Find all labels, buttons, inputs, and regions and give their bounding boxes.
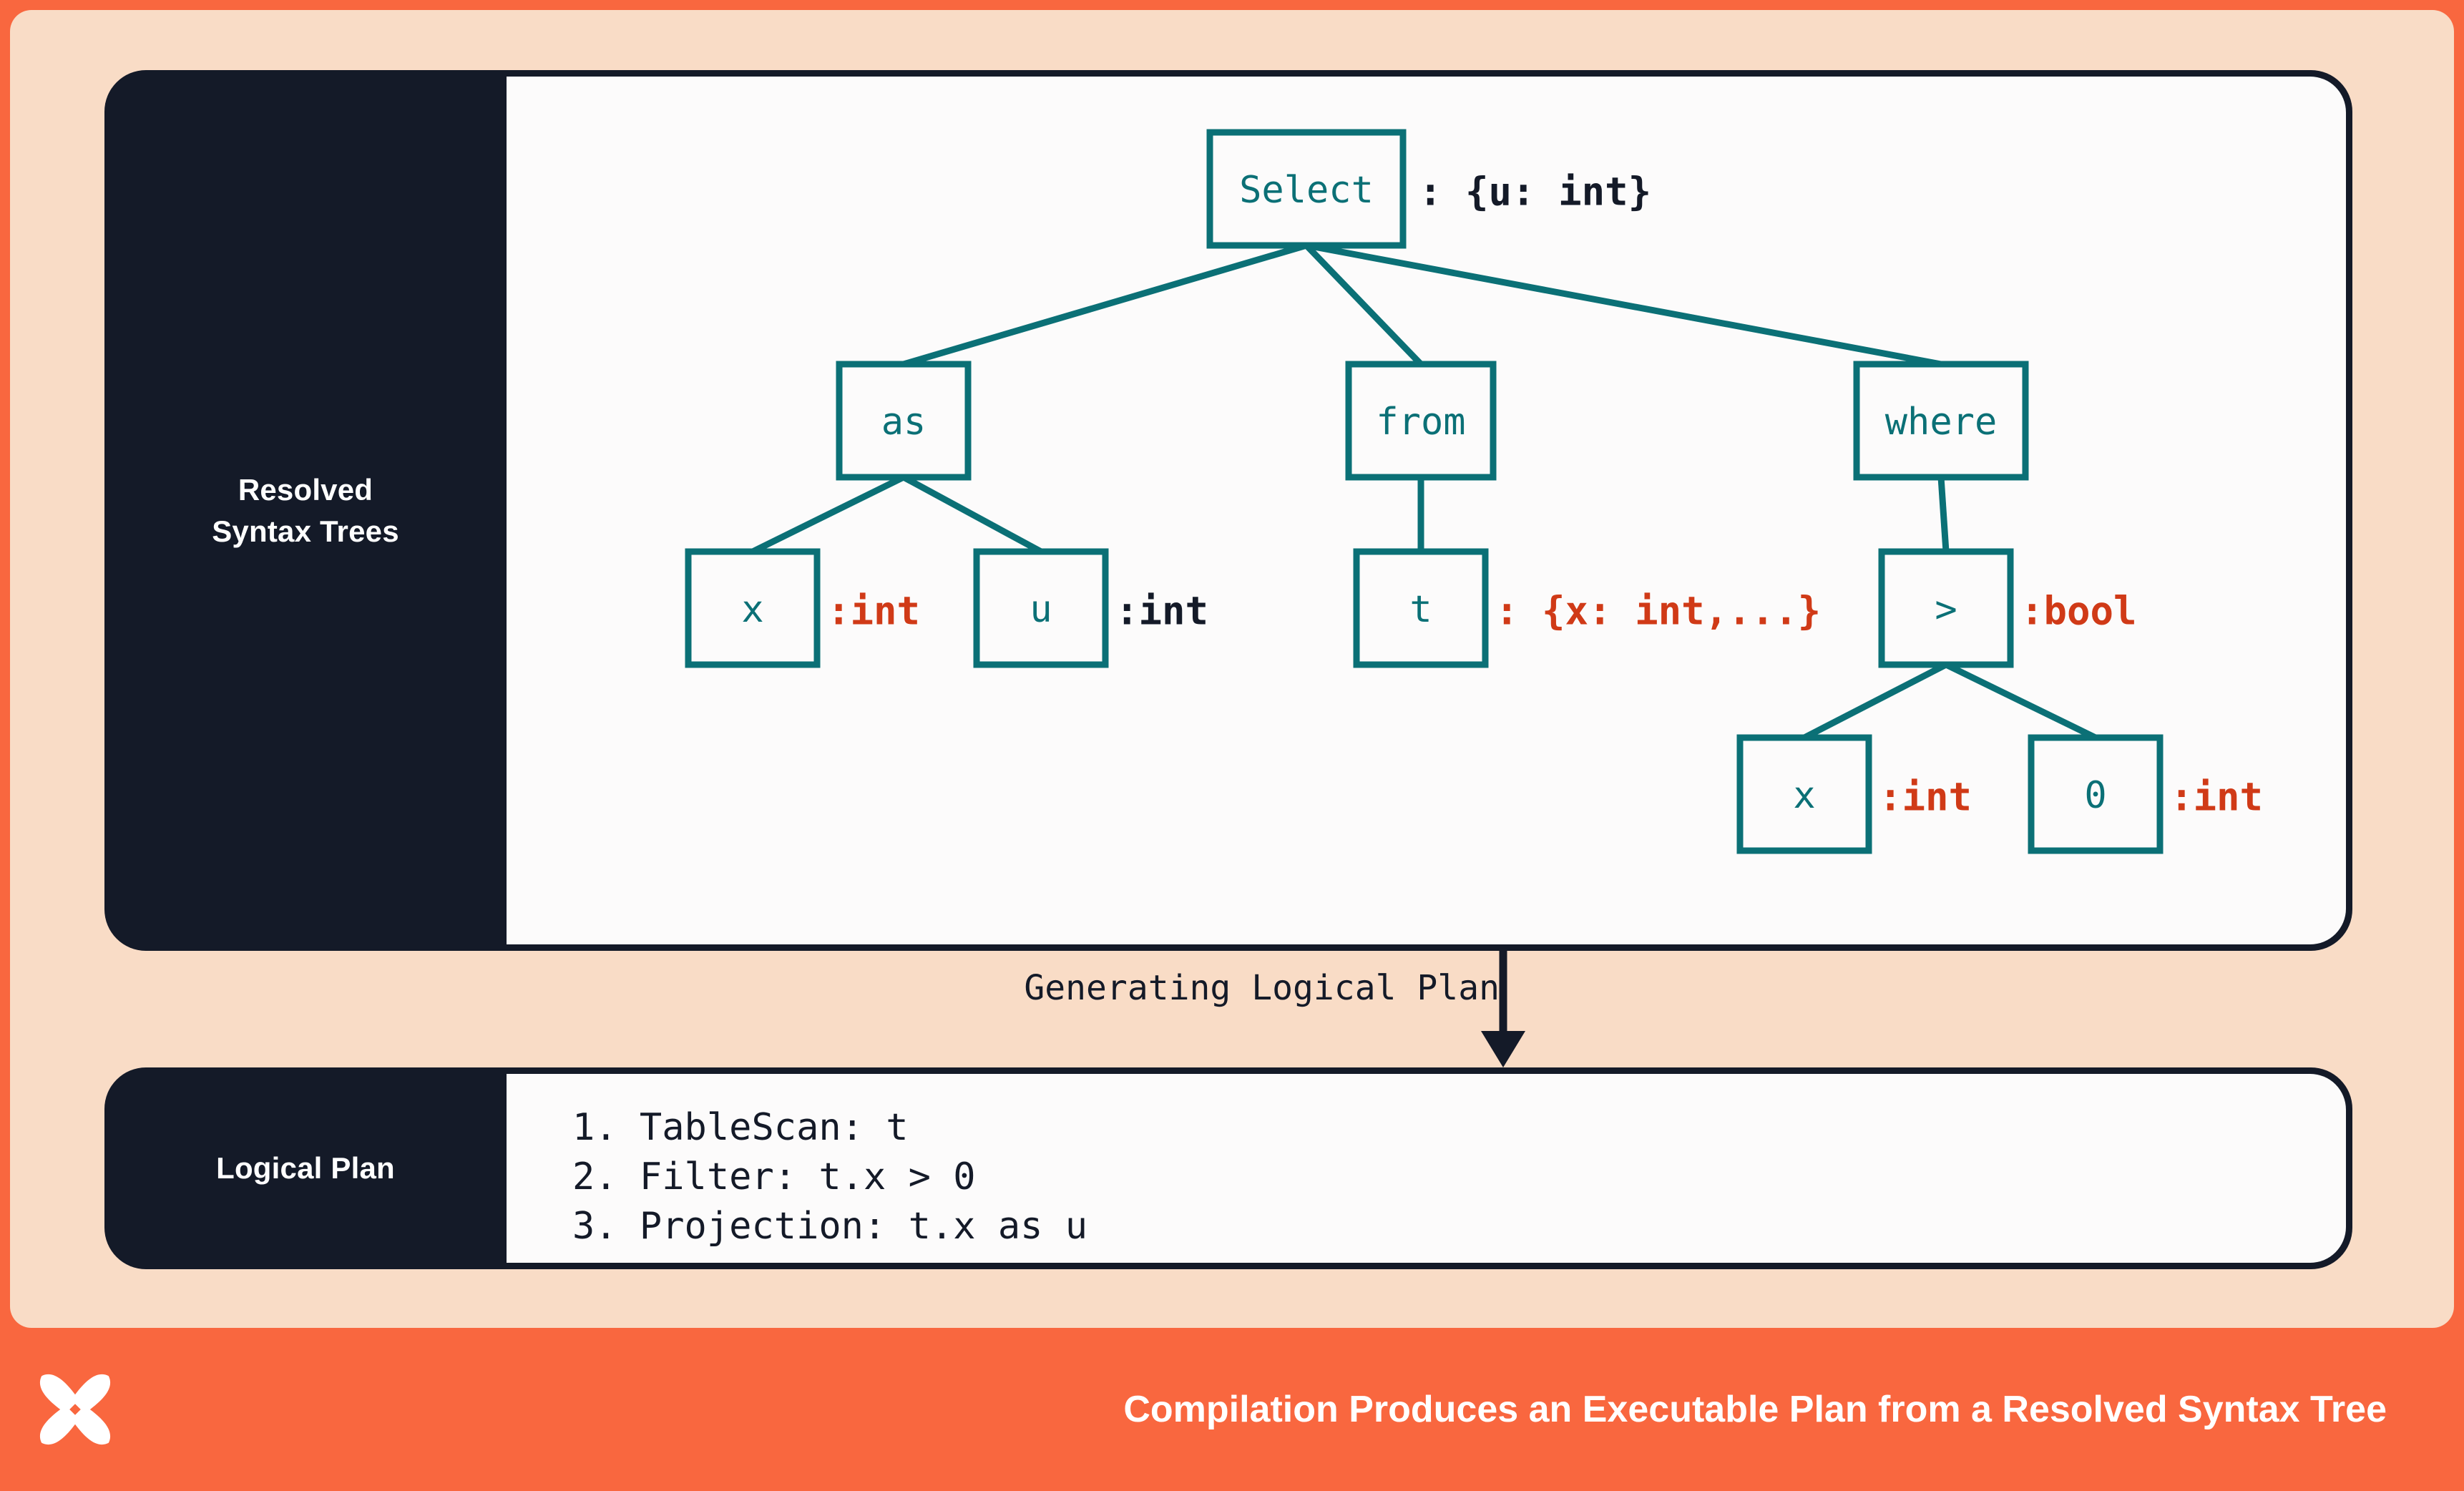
tree-node-box xyxy=(1345,361,1497,481)
tree-edge xyxy=(1945,661,2097,741)
tree-node-box xyxy=(1353,548,1489,668)
tree-node-box xyxy=(1878,548,2014,668)
tree-node-box xyxy=(1206,129,1407,249)
tree-node-label: t xyxy=(1409,588,1432,631)
tree-node-box xyxy=(2028,734,2164,854)
logical-plan-steps: 1. TableScan: t 2. Filter: t.x > 0 3. Proj… xyxy=(572,1103,1087,1251)
tree-edge xyxy=(751,474,905,555)
tree-edge xyxy=(1802,661,1948,741)
tree-node-box xyxy=(836,361,972,481)
tree-node-from[interactable]: from xyxy=(1345,361,1497,481)
tree-node-gt[interactable]: > :bool xyxy=(1878,548,2137,668)
tree-node-type-annotation: :int xyxy=(2170,775,2263,820)
logical-plan-step: 2. Filter: t.x > 0 xyxy=(572,1155,976,1199)
transition-caption: Generating Logical Plan xyxy=(1024,968,1500,1008)
tree-edge xyxy=(1937,476,1950,552)
tree-node-label: x xyxy=(1793,774,1815,817)
butterfly-x-logo-icon xyxy=(39,1374,111,1445)
tree-nodes: Select : {u: int} as from where x :int u :int t : … xyxy=(685,129,2263,854)
tree-edge xyxy=(1306,242,1942,368)
logical-plan-panel: Logical Plan xyxy=(104,1067,2352,1269)
tree-node-type-annotation: : {x: int,...} xyxy=(1495,589,1821,634)
tree-node-x2[interactable]: x :int xyxy=(1736,734,1972,854)
tree-edge xyxy=(1304,243,1424,367)
tree-node-u[interactable]: u :int xyxy=(973,548,1208,668)
tree-node-select[interactable]: Select : {u: int} xyxy=(1206,129,1651,249)
tree-node-label: > xyxy=(1935,588,1957,631)
tree-node-type-annotation: :int xyxy=(827,589,920,634)
tree-node-label: 0 xyxy=(2084,774,2106,817)
tree-node-label: Select xyxy=(1239,169,1374,212)
tree-edge xyxy=(901,474,1043,554)
logical-plan-body xyxy=(507,1074,2346,1263)
logical-plan-step: 3. Projection: t.x as u xyxy=(572,1205,1088,1248)
tree-node-label: u xyxy=(1030,588,1052,631)
resolved-syntax-trees-label-line2: Syntax Trees xyxy=(212,514,399,548)
logical-plan-label: Logical Plan xyxy=(216,1151,395,1186)
footer-title: Compilation Produces an Executable Plan … xyxy=(1123,1389,2387,1430)
tree-node-where[interactable]: where xyxy=(1853,361,2029,481)
logical-plan-step: 1. TableScan: t xyxy=(572,1106,909,1149)
resolved-syntax-trees-panel: Resolved Syntax Trees xyxy=(104,70,2352,951)
tree-node-t[interactable]: t : {x: int,...} xyxy=(1353,548,1821,668)
tree-node-box xyxy=(1853,361,2029,481)
tree-node-label: x xyxy=(741,588,763,631)
tree-node-type-annotation: : {u: int} xyxy=(1419,170,1651,215)
tree-node-type-annotation: :int xyxy=(1879,775,1972,820)
resolved-syntax-trees-label: Resolved Syntax Trees xyxy=(104,70,507,951)
resolved-syntax-trees-label-line1: Resolved xyxy=(238,472,373,507)
syntax-tree-diagram: Select : {u: int} as from where x :int u :int t : … xyxy=(685,129,2263,854)
transition-arrow xyxy=(1481,951,1525,1067)
tree-node-label: from xyxy=(1376,401,1465,444)
tree-edges xyxy=(751,242,2097,741)
tree-edge xyxy=(902,242,1308,368)
tree-node-label: where xyxy=(1885,401,1998,444)
footer-bar: Compilation Produces an Executable Plan … xyxy=(0,1328,2464,1491)
tree-node-label: as xyxy=(881,401,927,444)
tree-node-box xyxy=(1736,734,1872,854)
tree-node-type-annotation: :int xyxy=(1115,589,1208,634)
arrow-head-icon xyxy=(1481,1031,1525,1067)
tree-node-as[interactable]: as xyxy=(836,361,972,481)
tree-node-box xyxy=(973,548,1109,668)
tree-node-x1[interactable]: x :int xyxy=(685,548,920,668)
tree-node-zero[interactable]: 0 :int xyxy=(2028,734,2263,854)
transition-region: Generating Logical Plan xyxy=(104,951,2352,1067)
tree-node-type-annotation: :bool xyxy=(2020,589,2137,634)
tree-node-box xyxy=(685,548,821,668)
